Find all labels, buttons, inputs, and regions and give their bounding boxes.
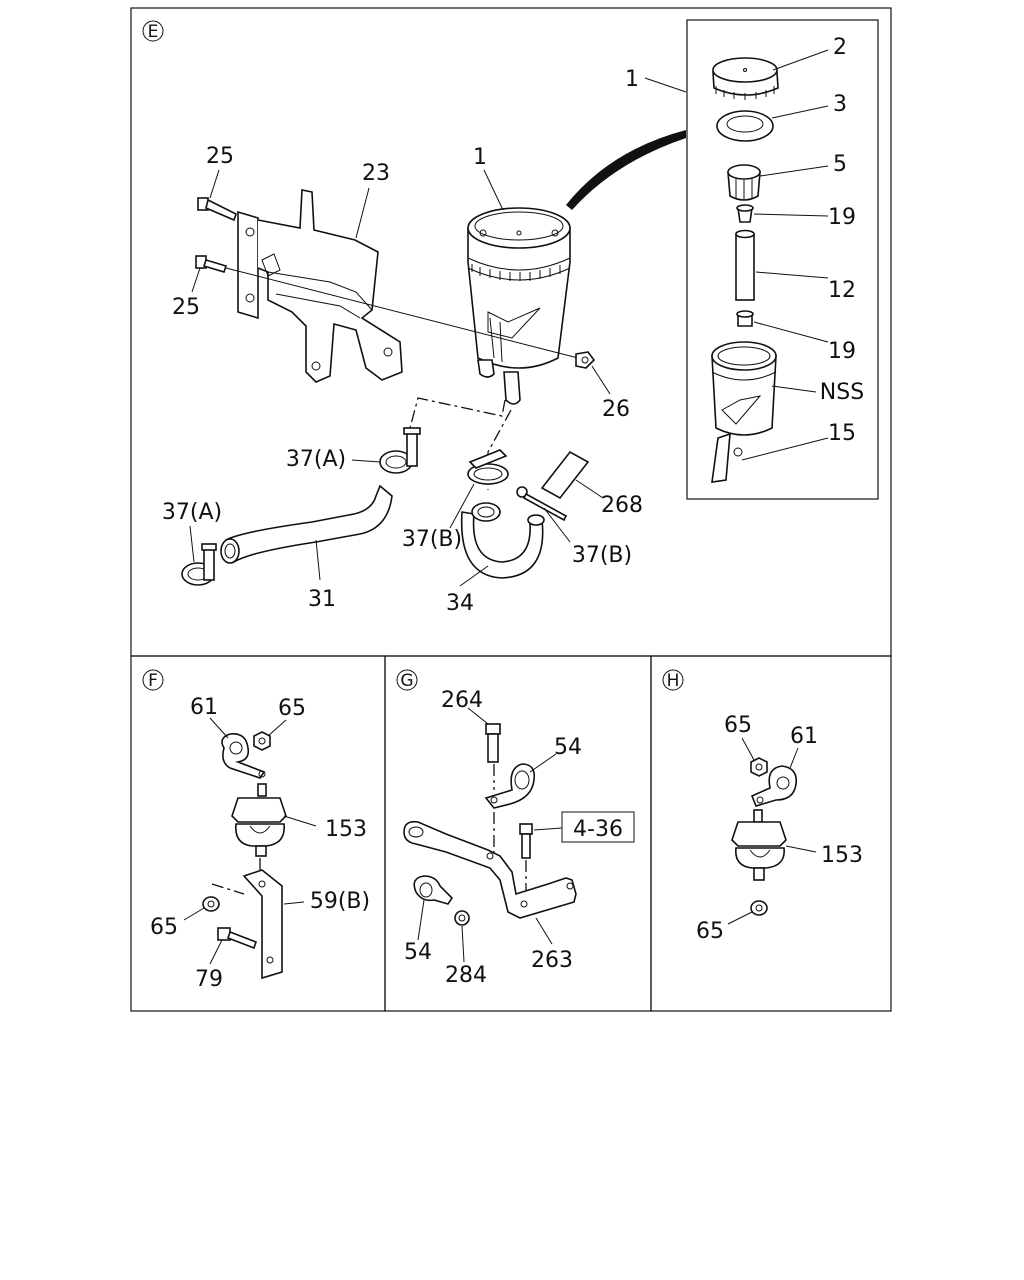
bolt-25-top (197, 197, 237, 222)
bracket-59b (242, 869, 283, 980)
label-1-main: 1 (473, 145, 487, 170)
clamp-37b-right (516, 486, 568, 522)
label-61-h: 61 (790, 724, 818, 749)
label-65-f-bottom: 65 (150, 915, 178, 940)
clip-61-h (750, 765, 798, 807)
clamp-54-g-bottom (413, 875, 454, 905)
clamp-37b-center (467, 449, 509, 485)
filter-5 (727, 164, 761, 201)
label-54-g-top: 54 (554, 735, 582, 760)
label-34: 34 (446, 591, 474, 616)
panel-h-leaders (727, 737, 817, 925)
bolt-25-bottom (195, 255, 579, 359)
panel-e-marker: E (142, 20, 164, 42)
nut-26 (575, 351, 596, 369)
label-19-top: 19 (828, 205, 856, 230)
hose-path-left (409, 397, 506, 429)
clamp-37a-top (379, 427, 421, 474)
panel-e-letter: E (148, 22, 159, 42)
label-37a-top: 37(A) (286, 447, 346, 472)
detail-pointer (566, 130, 686, 210)
bracket-23 (237, 189, 403, 383)
hose-31 (220, 484, 393, 564)
panel-g-leaders (417, 707, 563, 963)
panel-e-leaders (189, 49, 829, 587)
panel-f-leaders (183, 717, 317, 965)
label-153-h: 153 (821, 843, 863, 868)
label-153-f: 153 (325, 817, 367, 842)
mount-153-h (731, 809, 787, 881)
reservoir-main (467, 207, 571, 405)
panel-h-frame (650, 655, 892, 1012)
panel-h-letter: H (667, 671, 680, 691)
nut-65-h-bottom (750, 900, 768, 916)
label-37b-right: 37(B) (572, 543, 632, 568)
nut-65-f-bottom (202, 896, 220, 912)
hose-34 (460, 502, 545, 579)
bolt-264 (485, 723, 501, 763)
reservoir-nss (711, 341, 777, 436)
f-axis-lower (211, 883, 245, 895)
label-79: 79 (195, 967, 223, 992)
panel-h-marker: H (662, 669, 684, 691)
bracket-15 (711, 432, 743, 483)
bolt-79 (217, 927, 258, 950)
label-1-detail: 1 (625, 67, 639, 92)
label-31: 31 (308, 587, 336, 612)
label-nss: NSS (820, 380, 864, 405)
label-59b: 59(B) (310, 889, 370, 914)
clamp-37a-left (181, 543, 217, 586)
label-54-g-bottom: 54 (404, 940, 432, 965)
grommet-19-bottom (736, 310, 754, 327)
label-284: 284 (445, 963, 487, 988)
label-65-f-top: 65 (278, 696, 306, 721)
label-19-bottom: 19 (828, 339, 856, 364)
cap-2 (712, 57, 779, 100)
label-264: 264 (441, 688, 483, 713)
reservoir-detail-box (686, 19, 879, 500)
label-2: 2 (833, 35, 847, 60)
mount-153-f (231, 783, 287, 857)
nut-65-f-top (253, 731, 271, 751)
label-37a-left: 37(A) (162, 500, 222, 525)
nut-65-h-top (750, 757, 768, 777)
label-3: 3 (833, 92, 847, 117)
panel-g-letter: G (400, 671, 413, 691)
ref-4-36: 4-36 (573, 817, 623, 842)
bracket-263 (403, 820, 577, 919)
label-65-h-bottom: 65 (696, 919, 724, 944)
label-65-h-top: 65 (724, 713, 752, 738)
ref-box-4-36 (561, 811, 635, 843)
grommet-19-top (736, 204, 754, 223)
label-61-f: 61 (190, 695, 218, 720)
panel-f-marker: F (142, 669, 164, 691)
label-268: 268 (601, 493, 643, 518)
label-15: 15 (828, 421, 856, 446)
label-25-bottom: 25 (172, 295, 200, 320)
label-263: 263 (531, 948, 573, 973)
label-5: 5 (833, 152, 847, 177)
panel-g-marker: G (396, 669, 418, 691)
label-23: 23 (362, 161, 390, 186)
panel-f-letter: F (148, 671, 158, 691)
seal-3 (716, 110, 774, 142)
nut-284 (454, 910, 470, 926)
pipe-12 (735, 229, 755, 301)
label-25-top: 25 (206, 144, 234, 169)
label-37b-center: 37(B) (402, 527, 462, 552)
tape-268 (540, 450, 590, 500)
label-12: 12 (828, 278, 856, 303)
clip-61-f (221, 732, 266, 779)
clamp-54-g-top (484, 763, 536, 809)
label-26: 26 (602, 397, 630, 422)
bolt-4-36 (519, 823, 533, 859)
